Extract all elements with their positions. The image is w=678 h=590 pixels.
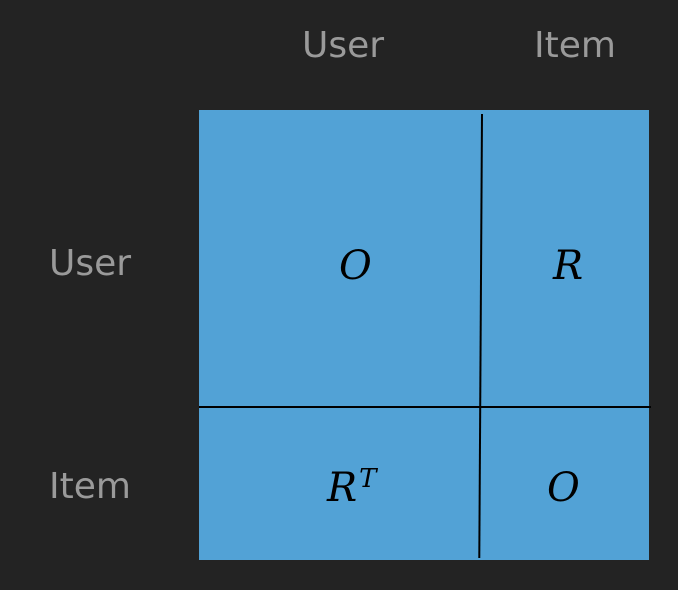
row-header-item: Item	[49, 466, 131, 507]
horizontal-divider	[199, 406, 651, 408]
column-header-item: Item	[534, 25, 616, 66]
cell-user-user: O	[339, 243, 372, 289]
block-matrix: O R RT O	[199, 110, 651, 560]
row-header-user: User	[49, 243, 132, 284]
transpose-superscript: T	[359, 464, 377, 494]
cell-item-user: RT	[327, 465, 376, 511]
vertical-divider	[478, 114, 483, 559]
cell-item-item: O	[547, 465, 580, 511]
cell-user-item: R	[553, 243, 584, 289]
column-header-user: User	[302, 25, 385, 66]
cell-item-user-base: R	[327, 465, 358, 511]
